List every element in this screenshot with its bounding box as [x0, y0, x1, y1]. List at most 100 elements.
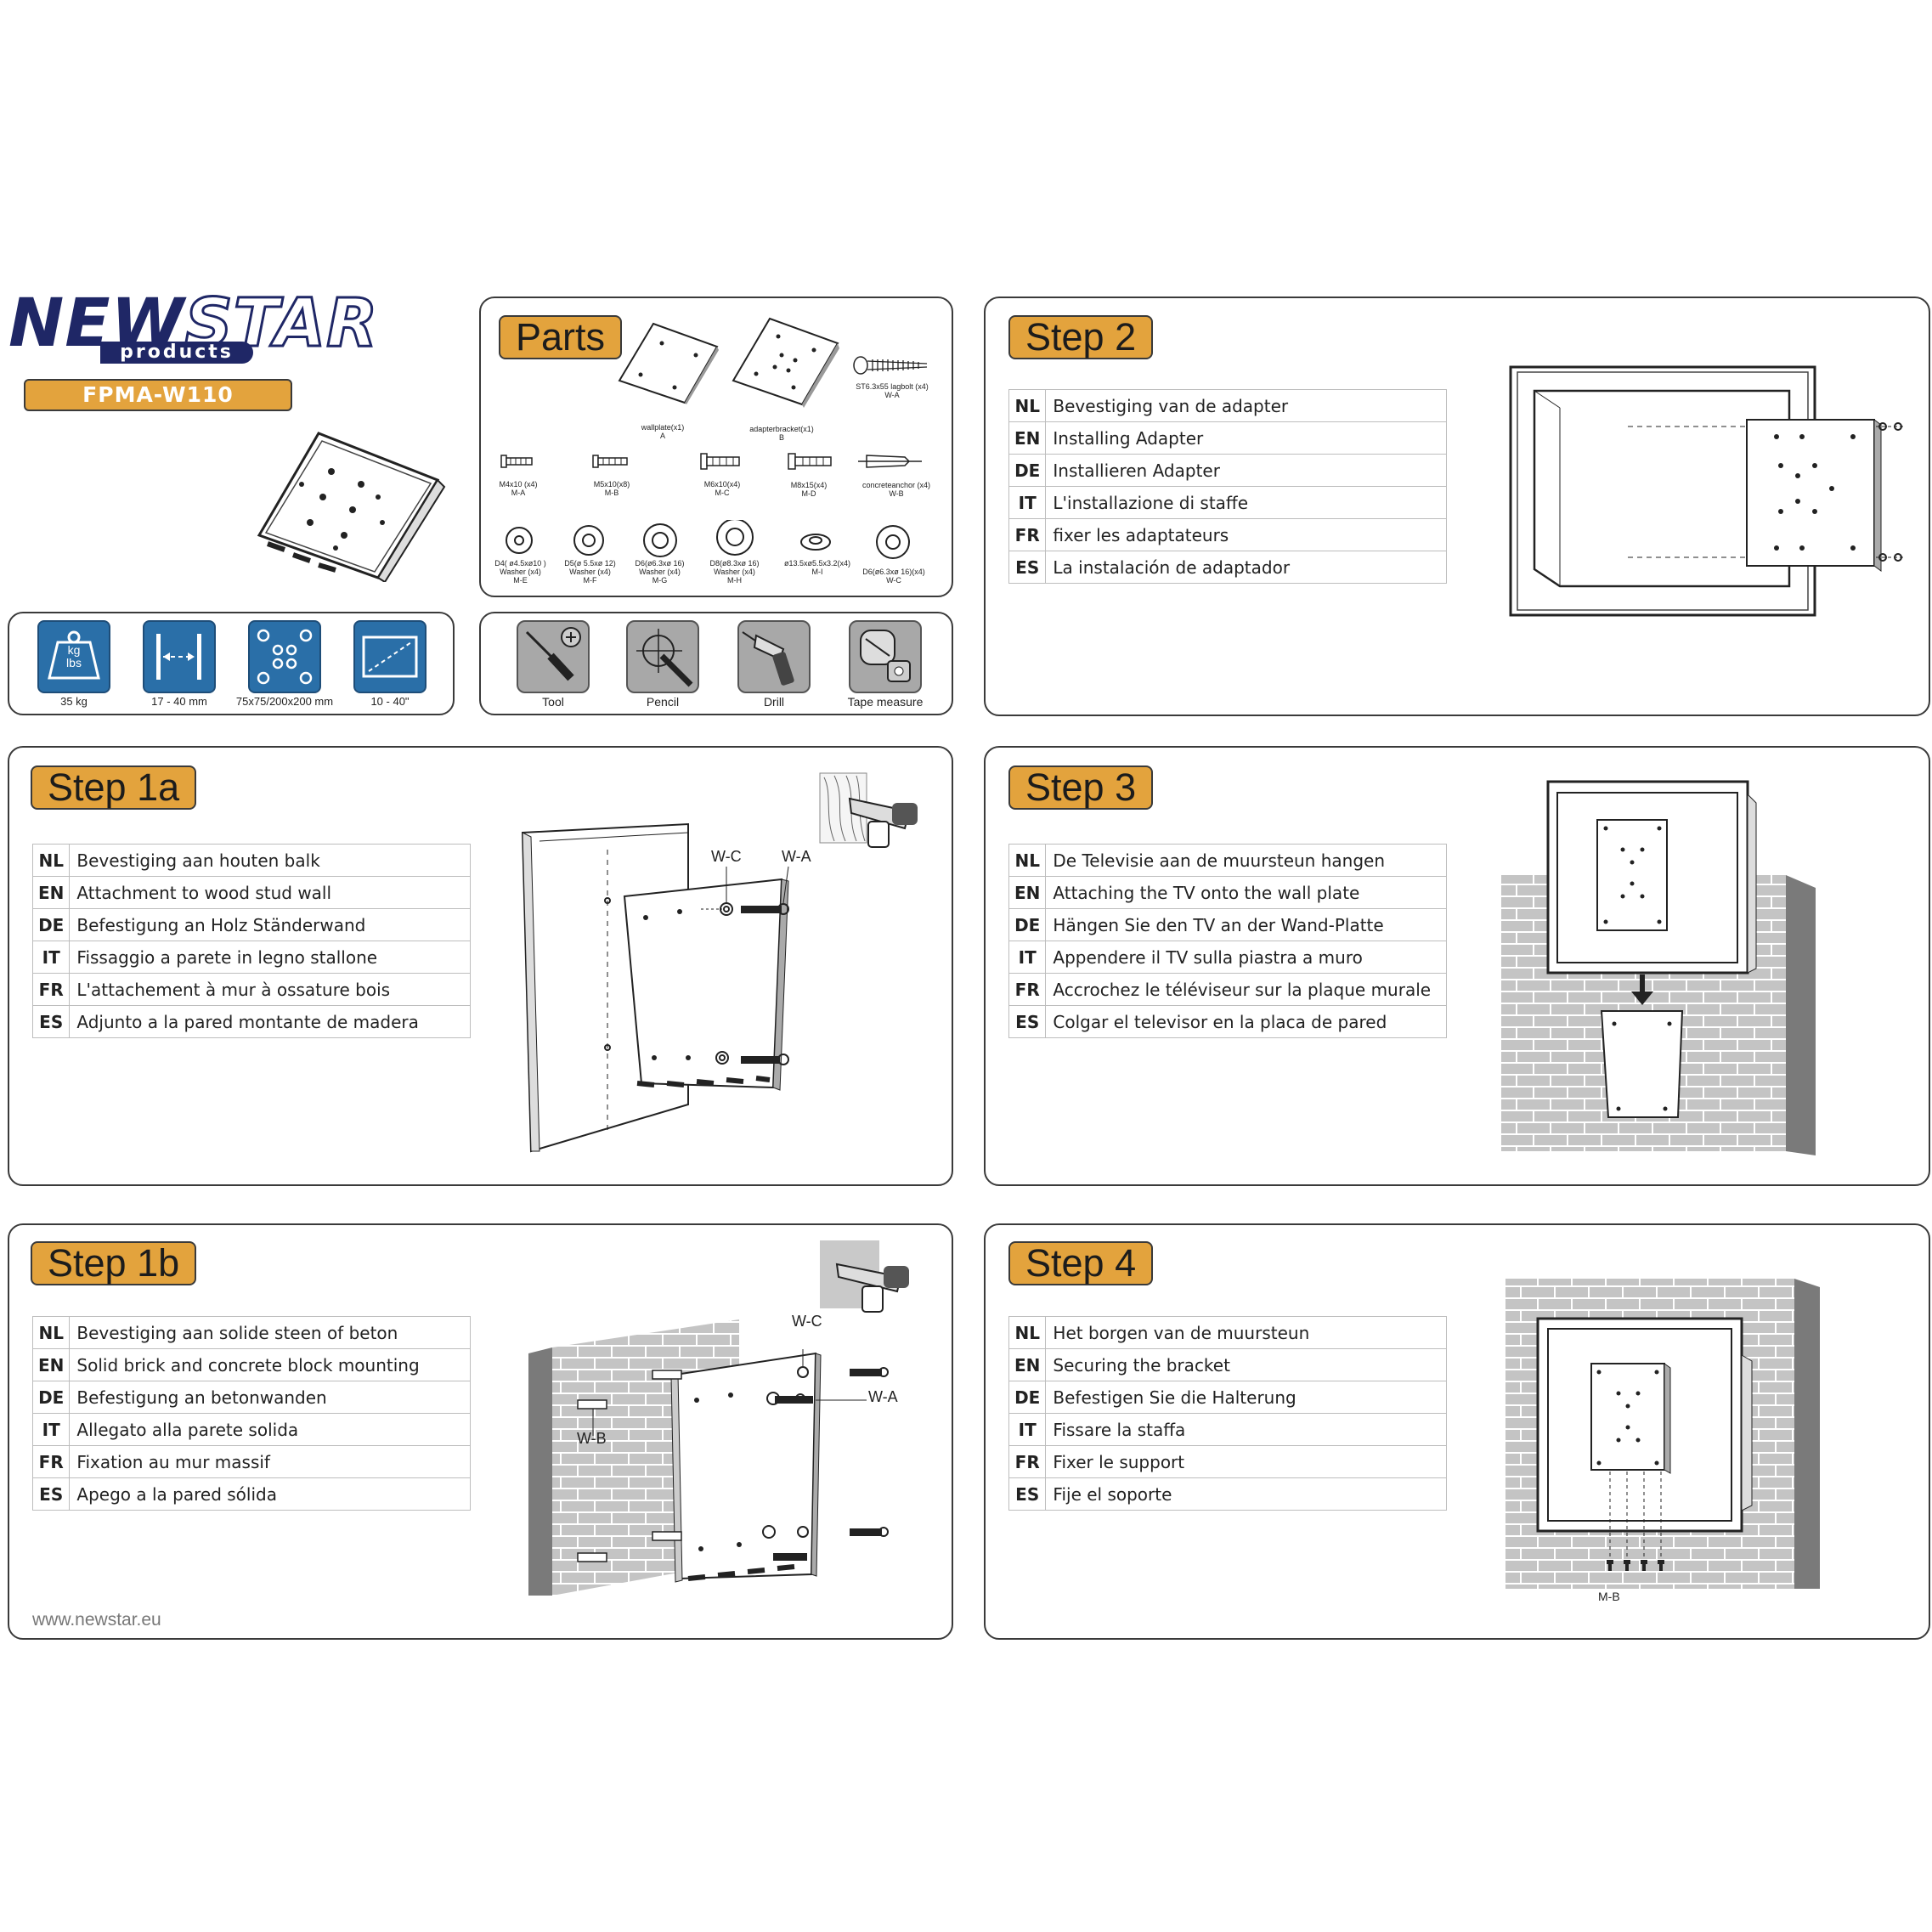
- part-name: concreteanchor (x4): [861, 481, 931, 489]
- website-link[interactable]: www.newstar.eu: [32, 1610, 161, 1630]
- screwdriver-icon: [517, 620, 590, 693]
- part-label-d4: D4( ø4.5xø10 )Washer (x4)M-E: [484, 559, 556, 585]
- model-badge: FPMA-W110: [24, 379, 292, 411]
- step2-title: Step 2: [1008, 315, 1154, 359]
- lang-text: Het borgen van de muursteun: [1045, 1316, 1447, 1349]
- lang-text: Installing Adapter: [1045, 421, 1447, 455]
- step1a-callout-wa: W-A: [782, 848, 811, 865]
- part-code: B: [778, 433, 784, 442]
- lang-text: Hängen Sie den TV an der Wand-Platte: [1045, 908, 1447, 941]
- part-name: M6x10(x4): [703, 480, 741, 489]
- lang-code: NL: [1008, 844, 1047, 877]
- part-label-m8x15: M8x15(x4)M-D: [775, 481, 843, 498]
- vesa-pattern-icon: [248, 620, 321, 693]
- wallplate-illustration: [618, 322, 719, 404]
- lang-text: Attachment to wood stud wall: [69, 876, 471, 909]
- lang-text: Installieren Adapter: [1045, 454, 1447, 487]
- lang-text: Fissare la staffa: [1045, 1413, 1447, 1446]
- part-sub: Washer (x4): [500, 568, 541, 576]
- part-name: D6(ø6.3xø 16): [635, 559, 685, 568]
- part-sub: Washer (x4): [714, 568, 755, 576]
- lang-code: FR: [1008, 1445, 1047, 1478]
- screen-size-icon: [353, 620, 427, 693]
- lang-text: La instalación de adaptador: [1045, 551, 1447, 584]
- step3-title: Step 3: [1008, 765, 1154, 810]
- part-code: W-A: [884, 391, 900, 399]
- lang-text: Colgar el televisor en la placa de pared: [1045, 1005, 1447, 1038]
- lang-text: Fije el soporte: [1045, 1477, 1447, 1511]
- lang-code: EN: [31, 876, 71, 909]
- step4-title: Step 4: [1008, 1241, 1154, 1285]
- part-code: M-A: [511, 489, 526, 497]
- lang-code: EN: [31, 1348, 71, 1381]
- lang-code: FR: [31, 1445, 71, 1478]
- lang-code: IT: [31, 941, 71, 974]
- step4-callout-mb: M-B: [1598, 1590, 1620, 1603]
- weight-icon-kg: kg: [67, 643, 81, 657]
- lang-code: EN: [1008, 421, 1047, 455]
- lang-code: DE: [1008, 454, 1047, 487]
- lang-text: Fissaggio a parete in legno stallone: [69, 941, 471, 974]
- lang-text: Befestigung an Holz Ständerwand: [69, 908, 471, 941]
- lang-code: FR: [1008, 518, 1047, 551]
- part-name: D4( ø4.5xø10 ): [494, 559, 546, 568]
- spec-screen-label: 10 - 40": [370, 695, 410, 708]
- step1b-callout-wa: W-A: [868, 1388, 898, 1405]
- lang-text: Bevestiging aan solide steen of beton: [69, 1316, 471, 1349]
- lang-code: ES: [31, 1477, 71, 1511]
- part-sub: Washer (x4): [639, 568, 681, 576]
- lang-code: NL: [1008, 1316, 1047, 1349]
- tape-measure-icon: [849, 620, 922, 693]
- lang-code: ES: [1008, 1005, 1047, 1038]
- lang-text: Adjunto a la pared montante de madera: [69, 1005, 471, 1038]
- lang-code: DE: [1008, 1381, 1047, 1414]
- lang-text: Apego a la pared sólida: [69, 1477, 471, 1511]
- lang-text: fixer les adaptateurs: [1045, 518, 1447, 551]
- part-label-m6x10: M6x10(x4)M-C: [688, 480, 756, 497]
- part-code: A: [659, 432, 665, 440]
- tool-label-pencil: Pencil: [646, 695, 680, 709]
- product-illustration: [257, 432, 446, 582]
- lang-code: IT: [1008, 486, 1047, 519]
- part-code: M-B: [604, 489, 619, 497]
- lang-text: L'installazione di staffe: [1045, 486, 1447, 519]
- lang-text: Accrochez le téléviseur sur la plaque mu…: [1045, 973, 1447, 1006]
- part-code: W-B: [889, 489, 904, 498]
- lang-code: NL: [31, 1316, 71, 1349]
- lang-code: IT: [31, 1413, 71, 1446]
- step1a-illustration: [521, 772, 918, 1153]
- washers-illustration: [506, 520, 910, 559]
- lang-code: ES: [1008, 1477, 1047, 1511]
- part-name: wallplate(x1): [641, 423, 685, 432]
- lang-code: DE: [31, 1381, 71, 1414]
- lang-code: NL: [1008, 389, 1047, 422]
- spec-vesa-label: 75x75/200x200 mm: [235, 695, 334, 708]
- part-code: M-E: [513, 576, 528, 585]
- part-label-concreteanchor: concreteanchor (x4)W-B: [850, 481, 943, 498]
- part-label-d8: D8(ø8.3xø 16)Washer (x4)M-H: [698, 559, 771, 585]
- lang-text: Befestigen Sie die Halterung: [1045, 1381, 1447, 1414]
- lang-code: IT: [1008, 1413, 1047, 1446]
